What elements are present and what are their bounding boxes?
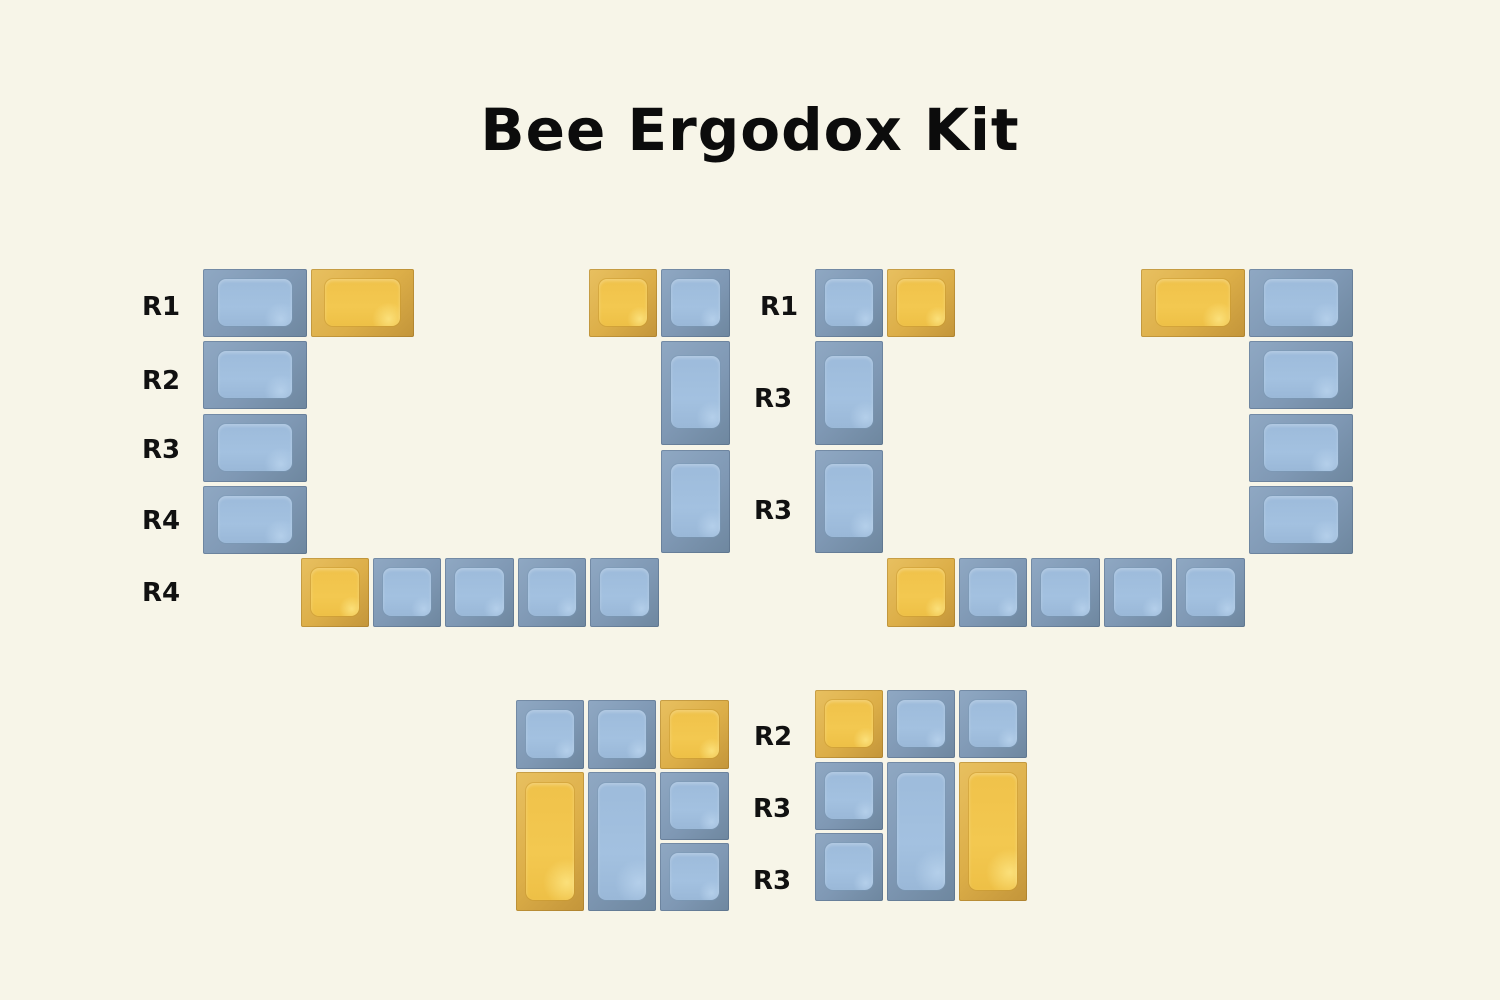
keycap-yellow [311, 269, 414, 337]
row-label: R3 [753, 866, 792, 896]
keycap-blue [516, 700, 584, 769]
keycap-blue [661, 341, 730, 445]
keycap-yellow [887, 269, 955, 337]
keycap-blue [1249, 269, 1353, 337]
keycap-blue [203, 341, 307, 409]
keycap-yellow [887, 558, 955, 627]
keycap-blue [661, 450, 730, 553]
page-title: Bee Ergodox Kit [480, 96, 1020, 164]
keycap-blue [660, 772, 729, 840]
keycap-blue [1249, 486, 1353, 554]
keycap-blue [661, 269, 730, 337]
row-label: R2 [754, 722, 793, 752]
keycap-blue [959, 558, 1027, 627]
keycap-blue [959, 690, 1027, 758]
row-label: R2 [142, 366, 181, 396]
keycap-blue [203, 486, 307, 554]
row-label: R3 [754, 496, 793, 526]
row-label: R4 [142, 506, 181, 536]
keycap-yellow [815, 690, 883, 758]
keycap-blue [815, 269, 883, 337]
row-label: R3 [754, 384, 793, 414]
row-label: R1 [142, 292, 181, 322]
keycap-blue [815, 341, 883, 445]
keycap-blue [1249, 414, 1353, 482]
keycap-blue [518, 558, 586, 627]
keycap-blue [588, 772, 656, 911]
keycap-blue [373, 558, 441, 627]
keycap-blue [203, 414, 307, 482]
keycap-blue [1031, 558, 1100, 627]
keycap-blue [660, 843, 729, 911]
keycap-blue [815, 762, 883, 830]
keycap-yellow [589, 269, 657, 337]
row-label: R3 [142, 435, 181, 465]
keycap-blue [590, 558, 659, 627]
keycap-blue [203, 269, 307, 337]
keycap-blue [887, 690, 955, 758]
keycap-blue [815, 833, 883, 901]
keycap-yellow [1141, 269, 1245, 337]
keycap-blue [588, 700, 656, 769]
keycap-blue [887, 762, 955, 901]
keycap-blue [815, 450, 883, 553]
keycap-blue [445, 558, 514, 627]
keycap-yellow [660, 700, 729, 769]
keycap-blue [1176, 558, 1245, 627]
row-label: R1 [760, 292, 799, 322]
keycap-yellow [516, 772, 584, 911]
keycap-yellow [959, 762, 1027, 901]
keycap-yellow [301, 558, 369, 627]
row-label: R3 [753, 794, 792, 824]
keycap-blue [1104, 558, 1172, 627]
row-label: R4 [142, 578, 181, 608]
keycap-blue [1249, 341, 1353, 409]
